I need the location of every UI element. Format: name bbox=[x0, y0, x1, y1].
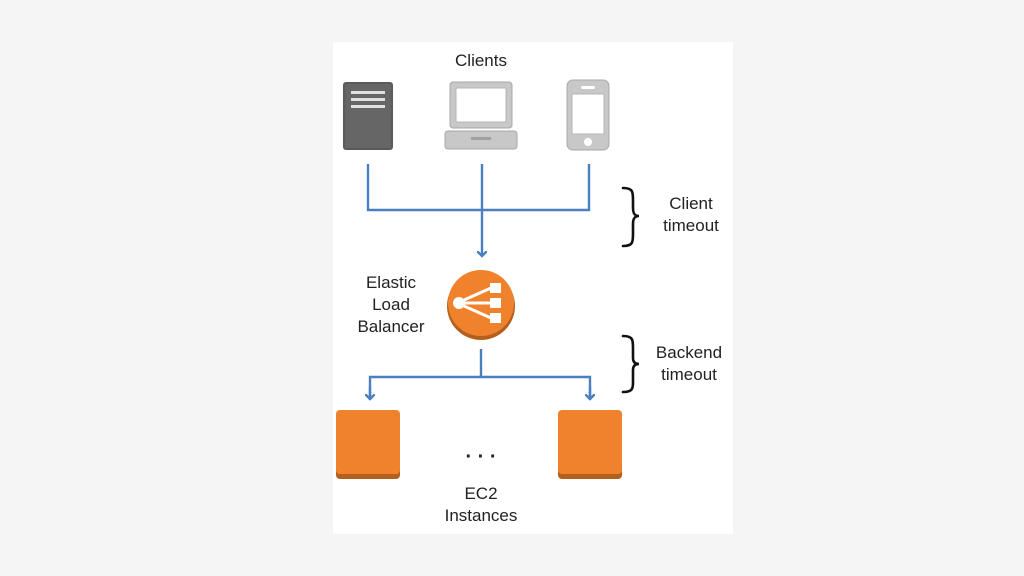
ellipsis: · · · bbox=[465, 446, 497, 468]
backend-timeout-line1: Backend bbox=[655, 343, 723, 362]
ec2-label: EC2 Instances bbox=[431, 483, 531, 527]
server-icon bbox=[343, 82, 393, 150]
curly-brace-icon bbox=[621, 186, 640, 248]
client-timeout-label: Client timeout bbox=[649, 193, 733, 237]
elb-label: Elastic Load Balancer bbox=[339, 272, 443, 338]
clients-label: Clients bbox=[455, 51, 507, 70]
client-timeout-line2: timeout bbox=[663, 216, 719, 235]
elb-line3: Balancer bbox=[357, 317, 425, 336]
diagram-panel: Clients Client timeout Elastic Load Bala… bbox=[333, 42, 733, 534]
ec2-line1: EC2 bbox=[464, 484, 498, 503]
backend-timeout-line2: timeout bbox=[661, 365, 717, 384]
backend-connectors bbox=[370, 349, 590, 400]
ec2-instance-icon bbox=[558, 410, 622, 479]
ec2-instance-icon bbox=[336, 410, 400, 479]
load-balancer-icon bbox=[447, 270, 515, 340]
architecture-diagram bbox=[336, 79, 640, 479]
mobile-phone-icon bbox=[566, 79, 610, 151]
backend-timeout-label: Backend timeout bbox=[645, 342, 733, 386]
curly-brace-icon bbox=[621, 334, 640, 394]
client-timeout-line1: Client bbox=[669, 194, 713, 213]
elb-line2: Load bbox=[372, 295, 410, 314]
laptop-icon bbox=[444, 81, 518, 150]
ec2-line2: Instances bbox=[444, 506, 518, 525]
client-connectors bbox=[366, 164, 591, 256]
elb-line1: Elastic bbox=[365, 273, 417, 292]
